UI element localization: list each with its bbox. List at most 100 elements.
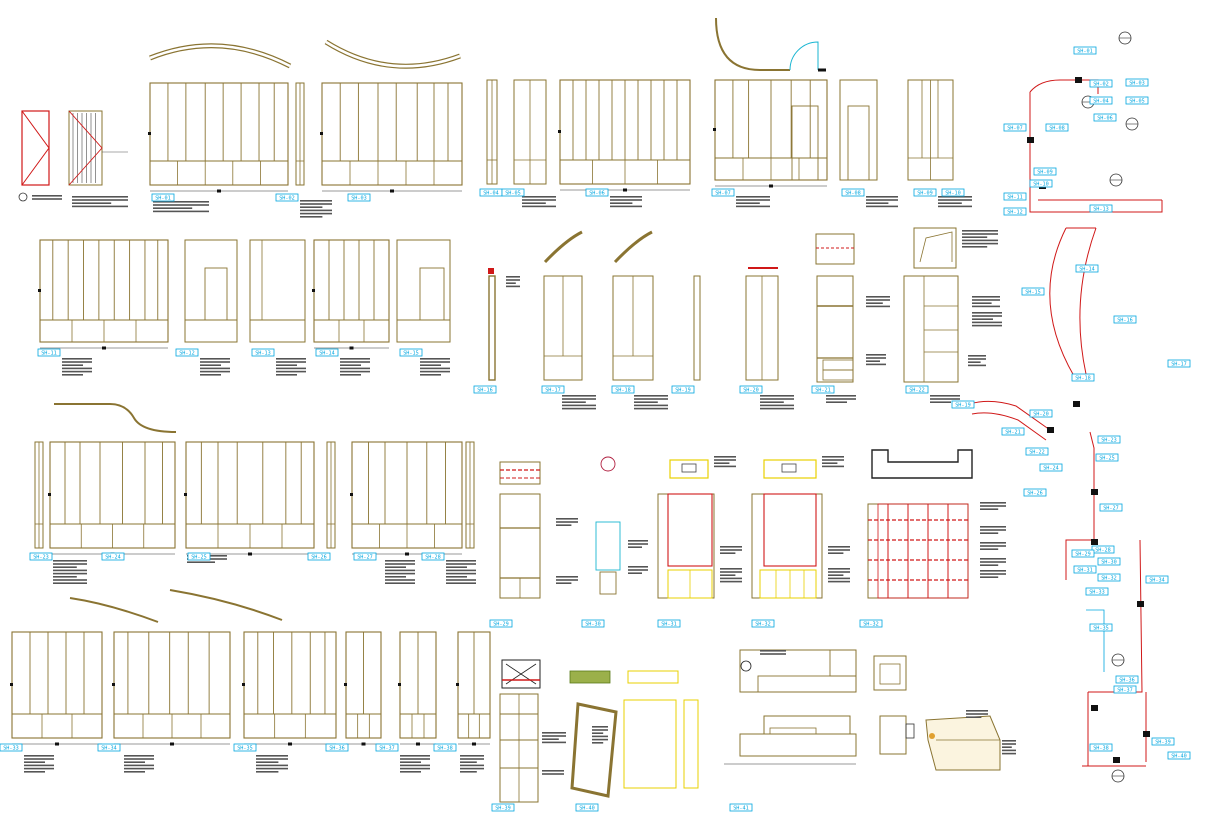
curved-wall-plan <box>54 403 177 433</box>
note-line <box>460 761 477 763</box>
tag-box <box>275 193 299 202</box>
vanity-elevation <box>751 493 823 599</box>
dimension-marker <box>312 289 315 292</box>
tag-box <box>1167 359 1191 368</box>
door-swing <box>68 110 103 186</box>
elevation-tag: SH-20 <box>1029 409 1053 418</box>
tag-label: SH-16 <box>477 388 493 394</box>
note-line <box>276 367 306 370</box>
tag-box <box>1089 79 1113 88</box>
note-line <box>542 741 566 744</box>
note-line <box>340 364 361 366</box>
note-block <box>866 296 890 308</box>
note-block <box>822 456 844 468</box>
note-block <box>610 196 642 208</box>
note-line <box>826 401 847 403</box>
dimension-marker <box>350 493 353 496</box>
tag-box <box>399 348 423 357</box>
elevation-marker <box>1027 137 1034 143</box>
tag-box <box>739 385 763 394</box>
tag-box <box>751 619 775 628</box>
elevation-tag: SH-08 <box>841 188 865 197</box>
elevation-tag: SH-21 <box>1001 427 1025 436</box>
note-line <box>124 764 154 767</box>
note-block <box>460 755 484 773</box>
tag-label: SH-13 <box>1093 207 1109 213</box>
plan-layer <box>969 31 1163 783</box>
note-line <box>610 205 642 208</box>
note-block <box>124 755 154 773</box>
dimension-marker <box>55 742 59 746</box>
door-elevation <box>21 110 50 186</box>
note-line <box>53 582 87 584</box>
display-cabinet <box>867 503 969 599</box>
dimension-marker <box>102 346 106 350</box>
panel-outline <box>149 82 289 186</box>
tag-label: SH-14 <box>319 351 335 357</box>
tag-label: SH-36 <box>329 746 345 752</box>
tag-label: SH-05 <box>1129 99 1145 105</box>
note-line <box>980 529 1006 531</box>
elevation-tag: SH-37 <box>1113 685 1137 694</box>
note-line <box>562 401 586 403</box>
wall-elevation <box>10 631 103 739</box>
tag-box <box>729 803 753 812</box>
note-line <box>972 315 1002 317</box>
elevation-tag: SH-39 <box>1151 737 1175 746</box>
note-line <box>720 577 742 580</box>
tag-box <box>1071 373 1095 382</box>
tag-label: SH-02 <box>279 196 295 202</box>
note-line <box>300 206 323 208</box>
note-line <box>972 321 1002 324</box>
note-line <box>968 361 981 363</box>
tag-label: SH-21 <box>1005 430 1021 436</box>
note-line <box>828 580 850 583</box>
tag-label: SH-04 <box>483 191 499 197</box>
dimension-marker <box>456 683 459 686</box>
desk-section <box>879 715 907 755</box>
note-block <box>634 395 668 410</box>
note-line <box>866 302 883 304</box>
elevation-tag: SH-02 <box>1089 79 1113 88</box>
mirror-side <box>683 699 699 789</box>
elevation-tag: SH-17 <box>541 385 565 394</box>
note-block <box>962 230 998 248</box>
elevation-tag: SH-35 <box>1089 623 1113 632</box>
side-panel <box>839 79 878 181</box>
note-block <box>446 560 476 584</box>
tag-box <box>175 348 199 357</box>
panel-outline <box>757 675 857 693</box>
elevation-tag: SH-32 <box>1097 573 1121 582</box>
note-line <box>542 735 566 737</box>
note-line <box>385 572 415 575</box>
note-line <box>562 404 596 407</box>
note-block <box>385 560 415 584</box>
note-line <box>822 462 838 464</box>
note-block <box>506 276 520 288</box>
elevation-marker <box>1091 489 1098 495</box>
elevation-tag: SH-11 <box>37 348 61 357</box>
note-line <box>610 202 633 204</box>
note-block <box>400 755 430 773</box>
note-line <box>1002 740 1016 742</box>
note-line <box>153 201 209 203</box>
note-line <box>62 370 92 373</box>
elevation-tag: SH-29 <box>1071 549 1095 558</box>
tag-box <box>1125 96 1149 105</box>
note-line <box>866 363 886 366</box>
note-line <box>714 465 736 468</box>
dimension-marker <box>472 742 476 746</box>
desk-elevation <box>763 715 851 735</box>
elevation-tag: SH-05 <box>501 188 525 197</box>
wall-elevation <box>713 79 828 181</box>
note-line <box>866 205 898 208</box>
elevation-tag: SH-23 <box>1097 435 1121 444</box>
note-line <box>628 566 648 568</box>
cabinet-section <box>816 275 854 383</box>
note-line <box>634 407 668 410</box>
note-line <box>962 239 998 242</box>
tag-label: SH-29 <box>1075 552 1091 558</box>
tag-label: SH-16 <box>1117 318 1133 324</box>
note-line <box>938 202 962 204</box>
note-line <box>966 713 988 715</box>
